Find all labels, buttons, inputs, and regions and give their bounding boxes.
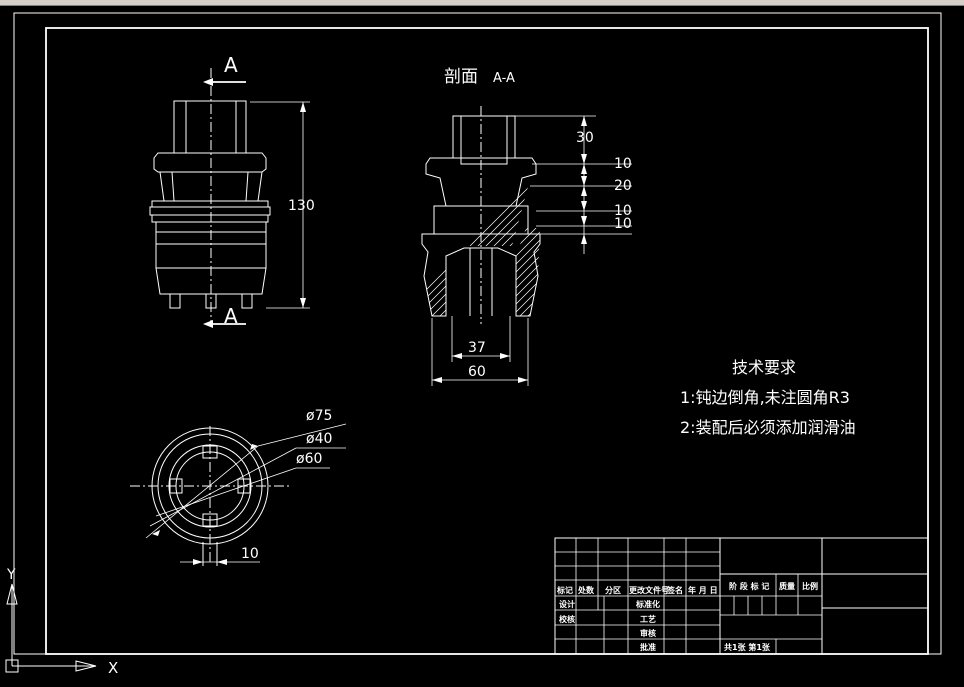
hatch-line xyxy=(422,116,540,316)
tb-approve: 批准 xyxy=(640,642,656,652)
tb-docno: 更改文件号 xyxy=(629,585,669,595)
hatch-line xyxy=(628,106,858,336)
notes-line-2: 2:装配后必须添加润滑油 xyxy=(680,418,856,437)
tb-date: 年 月 日 xyxy=(688,585,718,595)
hatch-line xyxy=(612,106,842,336)
tb-sheets: 共1张 第1张 xyxy=(724,642,771,652)
window-top-edge xyxy=(0,0,964,6)
hatch-line xyxy=(684,106,914,336)
cad-drawing-canvas[interactable]: A A 130 xyxy=(0,6,964,683)
hatch-line xyxy=(422,116,540,316)
tb-review: 审核 xyxy=(640,628,656,638)
ucs-y-label: Y xyxy=(6,567,16,583)
dim-step-1: 10 xyxy=(614,156,632,172)
section-title: 剖面 xyxy=(444,67,478,87)
dim-outer-width: 60 xyxy=(468,364,486,380)
tb-sign: 签名 xyxy=(666,585,683,595)
ucs-x-label: X xyxy=(108,659,118,677)
hatch-line xyxy=(483,116,540,316)
tb-check: 校核 xyxy=(559,614,575,624)
dim-step-4: 10 xyxy=(614,216,632,232)
hatch-line xyxy=(422,116,540,316)
tb-weight: 质量 xyxy=(779,581,795,591)
tb-zone: 分区 xyxy=(605,585,621,595)
tb-design: 设计 xyxy=(559,599,575,609)
hatch-line xyxy=(451,116,540,316)
tb-stage: 阶 段 标 记 xyxy=(729,581,769,591)
dim-dia-inner: ø40 xyxy=(306,431,332,447)
hatch-line xyxy=(459,116,540,316)
hatch-line xyxy=(668,106,898,336)
tb-process: 工艺 xyxy=(640,614,656,624)
section-view xyxy=(421,106,922,386)
tb-mark: 标记 xyxy=(556,585,573,595)
hatch-line xyxy=(604,106,834,336)
title-block xyxy=(554,537,929,655)
hatch-line xyxy=(692,106,922,336)
dim-dia-mid: ø60 xyxy=(296,451,322,467)
tb-standardization: 标准化 xyxy=(635,599,660,609)
dim-slot-width: 10 xyxy=(241,546,259,562)
hatch-line xyxy=(491,116,540,316)
cad-drawing-svg: A A 130 xyxy=(5,12,942,677)
ucs-icon xyxy=(5,583,97,673)
section-marker-bottom: A xyxy=(224,304,238,328)
outer-frame xyxy=(13,12,942,655)
hatch-line xyxy=(652,106,882,336)
hatch-line xyxy=(636,106,866,336)
hatch-line xyxy=(660,106,890,336)
hatch-line xyxy=(443,116,540,316)
inner-frame xyxy=(45,27,929,655)
front-view xyxy=(149,68,310,328)
dim-top-height: 30 xyxy=(576,130,594,146)
tb-scale: 比例 xyxy=(802,581,818,591)
hatch-line xyxy=(564,106,794,336)
top-view xyxy=(130,423,347,566)
tb-count: 处数 xyxy=(577,585,595,595)
dim-total-height: 130 xyxy=(288,198,315,214)
section-marker-top: A xyxy=(224,53,238,77)
notes-title: 技术要求 xyxy=(732,358,796,377)
hatch-line xyxy=(539,116,540,316)
dim-inner-width: 37 xyxy=(468,340,486,356)
hatch-line xyxy=(523,116,540,316)
notes-line-1: 1:钝边倒角,未注圆角R3 xyxy=(680,388,850,407)
dim-step-3: 10 xyxy=(614,203,632,219)
hatch-line xyxy=(531,116,540,316)
dim-step-2: 20 xyxy=(614,178,632,194)
hatch-line xyxy=(620,106,850,336)
dim-dia-outer: ø75 xyxy=(306,408,332,424)
hatch-line xyxy=(676,106,906,336)
hatch-line xyxy=(572,106,802,336)
section-name: A-A xyxy=(493,71,515,86)
hatch-line xyxy=(644,106,874,336)
